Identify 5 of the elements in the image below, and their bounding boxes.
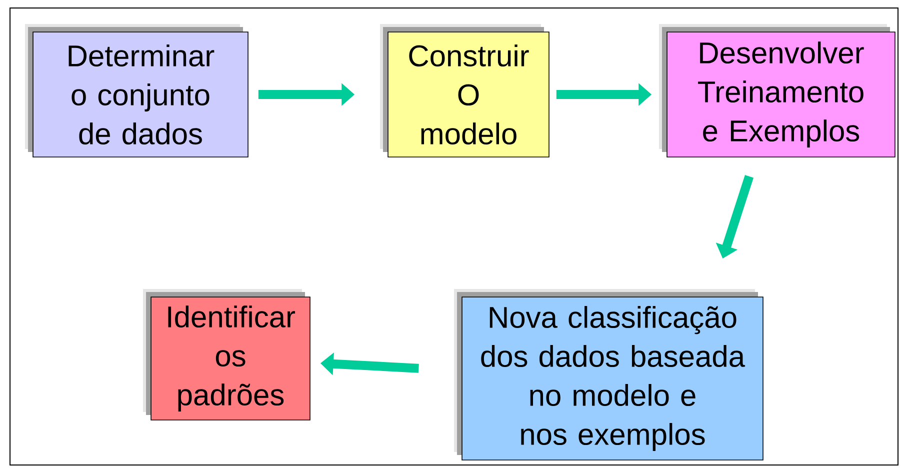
process-box: Desenvolver Treinamento e Exemplos: [659, 24, 896, 158]
process-box: Nova classificação dos dados baseada no modelo e nos exemplos: [454, 289, 764, 460]
process-box: Determinar o conjunto de dados: [25, 24, 248, 158]
process-box: Construir O modelo: [380, 24, 550, 158]
process-box: Identificar os padrões: [143, 289, 310, 420]
